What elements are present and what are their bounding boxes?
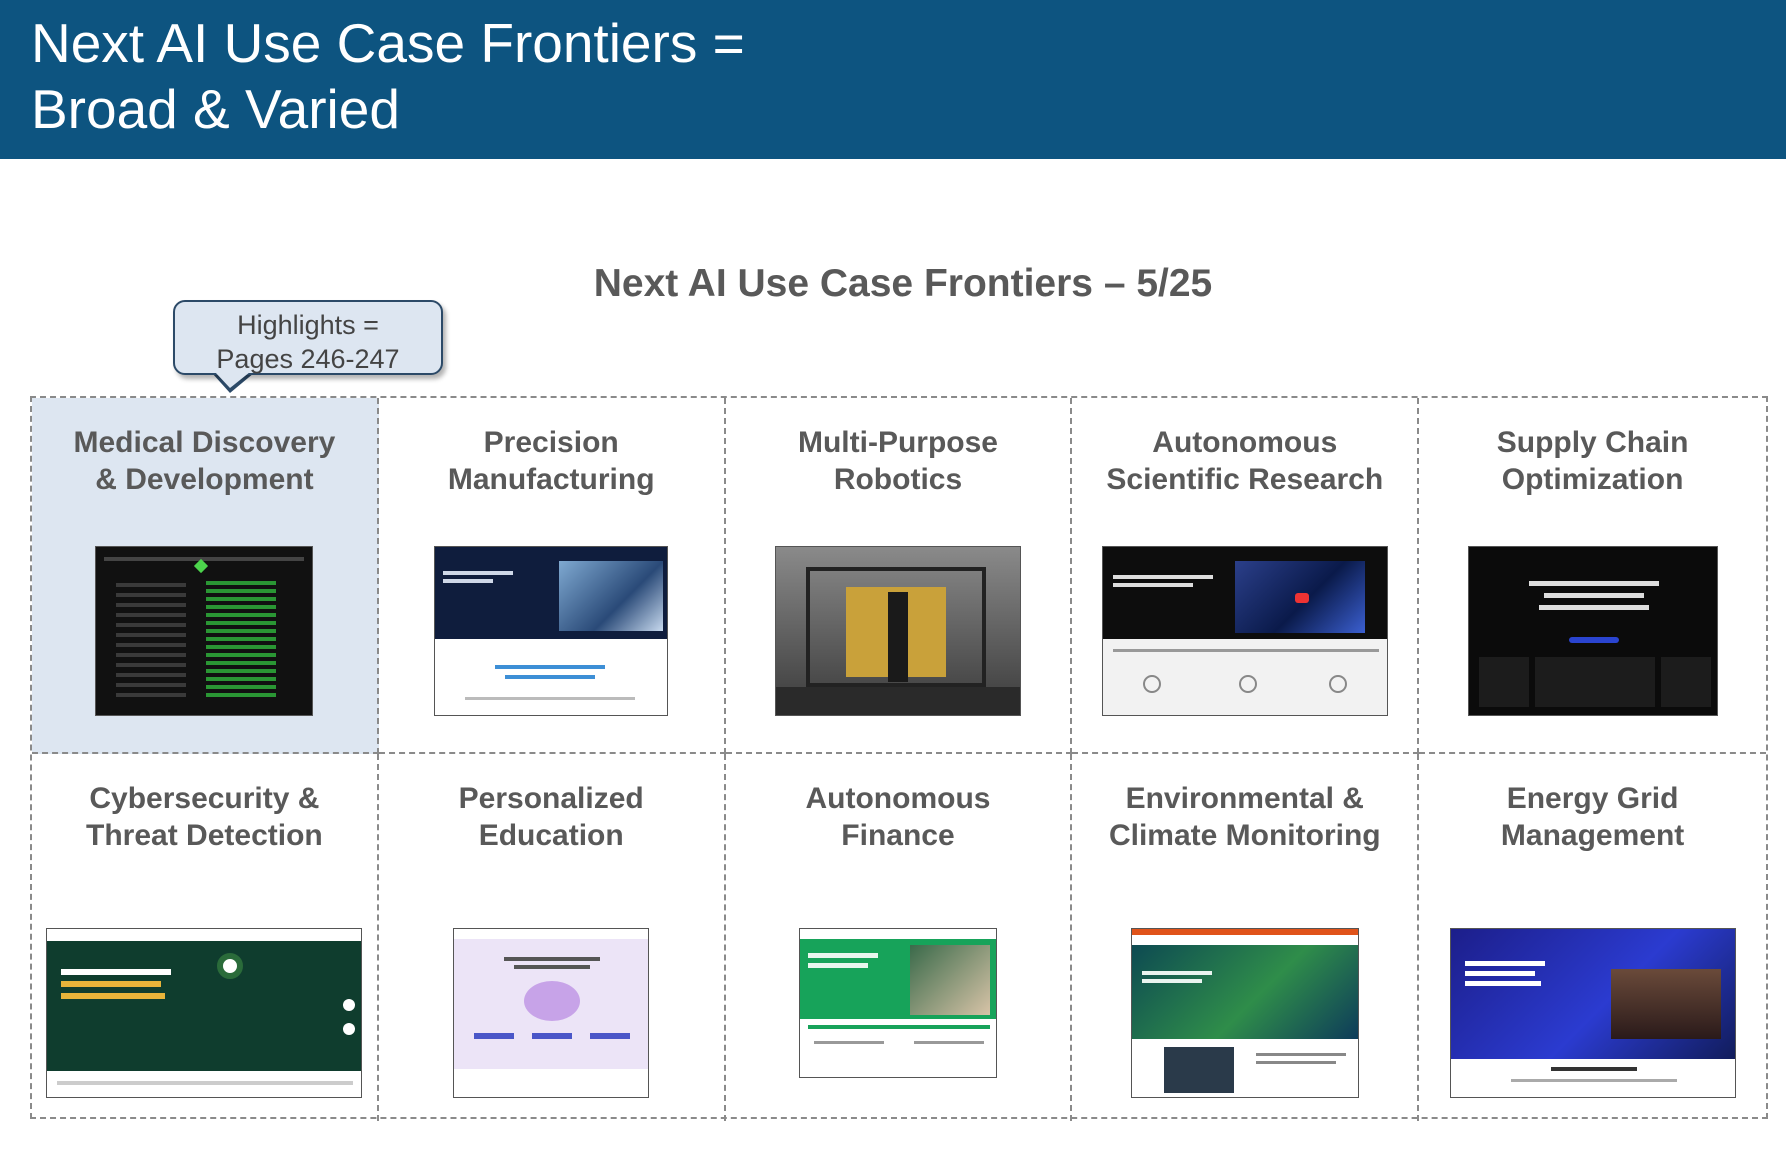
cell-title-line1: Environmental &: [1125, 782, 1364, 815]
medical-discovery-screenshot: [95, 546, 314, 716]
page-title-line2: Broad & Varied: [31, 78, 400, 140]
cell-title: Medical Discovery & Development: [32, 424, 377, 498]
cell-title-line2: Scientific Research: [1106, 463, 1384, 496]
finance-screenshot: [798, 928, 997, 1078]
scientific-research-screenshot: [1101, 546, 1388, 716]
robotics-screenshot: [774, 546, 1021, 716]
cell-title-line2: Manufacturing: [447, 463, 655, 496]
cell-multi-purpose-robotics: Multi-Purpose Robotics: [725, 398, 1073, 754]
highlights-callout: Highlights = Pages 246-247: [173, 300, 443, 375]
callout-line2: Pages 246-247: [216, 344, 400, 374]
energy-grid-screenshot: [1449, 928, 1736, 1098]
cell-title-line1: Multi-Purpose: [797, 426, 998, 459]
cell-title-line1: Medical Discovery: [73, 426, 336, 459]
cell-title: Precision Manufacturing: [379, 424, 724, 498]
cell-title: Cybersecurity & Threat Detection: [32, 780, 377, 854]
callout-tail-fill: [215, 372, 250, 388]
cell-title-line2: Management: [1500, 819, 1685, 852]
cell-medical-discovery: Medical Discovery & Development: [32, 398, 379, 754]
cybersecurity-screenshot: [46, 928, 363, 1098]
header-banner: Next AI Use Case Frontiers = Broad & Var…: [0, 0, 1786, 159]
cell-title: Autonomous Finance: [726, 780, 1071, 854]
cell-title-line2: Threat Detection: [86, 819, 323, 852]
page-title-line1: Next AI Use Case Frontiers =: [31, 12, 745, 74]
cell-title-line1: Supply Chain: [1496, 426, 1689, 459]
cell-title-line1: Autonomous: [1152, 426, 1338, 459]
cell-personalized-education: Personalized Education: [379, 754, 726, 1121]
cell-environmental-climate: Environmental & Climate Monitoring: [1072, 754, 1420, 1121]
slide-subtitle: Next AI Use Case Frontiers – 5/25: [593, 262, 1213, 305]
cell-title: Autonomous Scientific Research: [1072, 424, 1417, 498]
supply-chain-screenshot: [1467, 546, 1718, 716]
cell-title: Energy Grid Management: [1419, 780, 1766, 854]
cell-autonomous-scientific-research: Autonomous Scientific Research: [1072, 398, 1420, 754]
use-case-grid: Medical Discovery & Development Precisio…: [30, 396, 1768, 1121]
cell-title-line1: Autonomous: [805, 782, 991, 815]
cell-title-line1: Cybersecurity &: [89, 782, 320, 815]
cell-title-line2: Education: [478, 819, 624, 852]
cell-title: Personalized Education: [379, 780, 724, 854]
cell-supply-chain-optimization: Supply Chain Optimization: [1419, 398, 1766, 754]
education-screenshot: [453, 928, 650, 1098]
cell-title: Multi-Purpose Robotics: [726, 424, 1071, 498]
precision-manufacturing-screenshot: [434, 546, 669, 716]
cell-title-line1: Energy Grid: [1506, 782, 1679, 815]
cell-energy-grid: Energy Grid Management: [1419, 754, 1766, 1121]
cell-title-line2: Robotics: [833, 463, 963, 496]
cell-title-line2: & Development: [95, 463, 314, 496]
cell-title: Environmental & Climate Monitoring: [1072, 780, 1417, 854]
climate-screenshot: [1130, 928, 1359, 1098]
cell-title-line1: Personalized: [458, 782, 644, 815]
cell-autonomous-finance: Autonomous Finance: [726, 754, 1073, 1121]
cell-title-line2: Optimization: [1501, 463, 1684, 496]
cell-cybersecurity: Cybersecurity & Threat Detection: [32, 754, 379, 1121]
cell-precision-manufacturing: Precision Manufacturing: [378, 398, 726, 754]
cell-title: Supply Chain Optimization: [1419, 424, 1766, 498]
cell-title-line2: Finance: [841, 819, 955, 852]
cell-title-line2: Climate Monitoring: [1108, 819, 1381, 852]
page-title: Next AI Use Case Frontiers = Broad & Var…: [31, 10, 745, 142]
cell-title-line1: Precision: [483, 426, 619, 459]
callout-line1: Highlights =: [237, 310, 379, 340]
